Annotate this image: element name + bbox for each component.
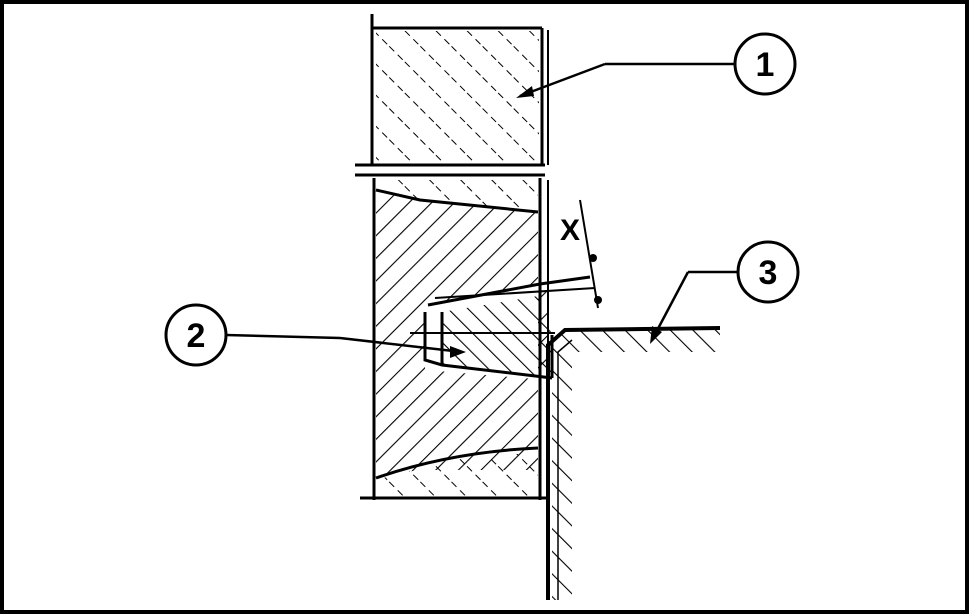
callout-1-label: 1 xyxy=(756,46,775,84)
callout-2: 2 xyxy=(164,303,466,367)
callout-2-label: 2 xyxy=(187,317,206,355)
dimension-x: X xyxy=(560,199,602,309)
callout-3-label: 3 xyxy=(759,254,778,292)
callout-3-circle xyxy=(736,240,800,304)
callout-1: 1 xyxy=(516,32,797,98)
part-1-upper-plate xyxy=(355,14,549,167)
part-3-l-bracket xyxy=(546,326,721,600)
part-2-wedge xyxy=(410,275,596,380)
callout-3: 3 xyxy=(650,240,800,344)
callout-2-circle xyxy=(164,303,228,367)
callout-1-circle xyxy=(733,32,797,96)
dimension-x-label: X xyxy=(560,214,580,247)
